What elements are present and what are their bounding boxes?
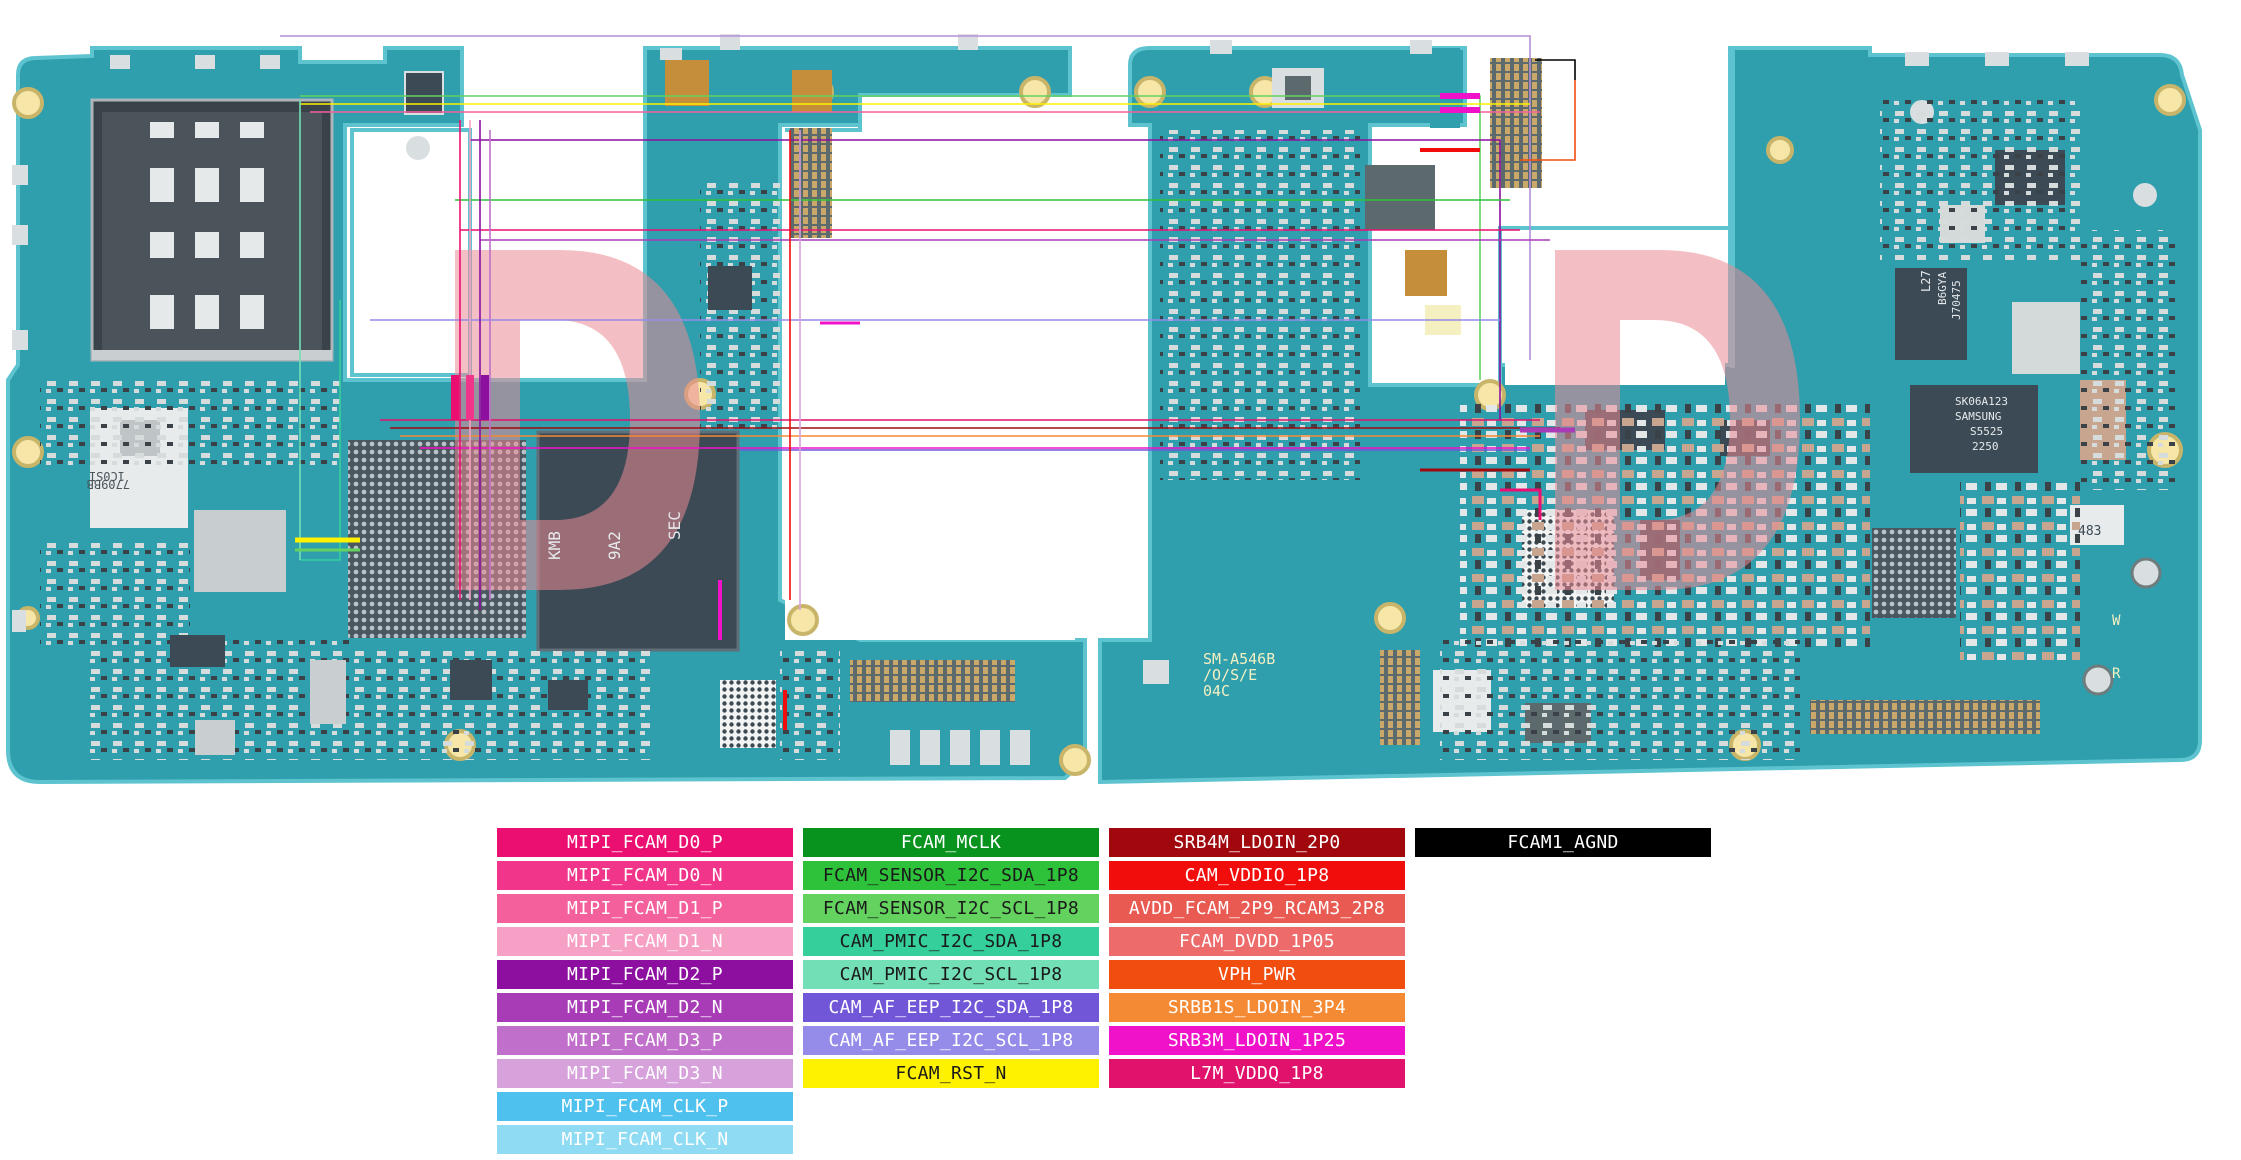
legend-item: SRBB1S_LDOIN_3P4	[1109, 993, 1405, 1022]
chip-samsung-line-4: 2250	[1972, 440, 1999, 453]
chip-samsung	[1910, 385, 2038, 473]
legend-item: MIPI_FCAM_D1_N	[497, 927, 793, 956]
legend-item: SRB3M_LDOIN_1P25	[1109, 1026, 1405, 1055]
legend-item: MIPI_FCAM_CLK_N	[497, 1125, 793, 1154]
legend-item: MIPI_FCAM_D2_N	[497, 993, 793, 1022]
chip-483-label: 483	[2078, 524, 2101, 539]
pcb-board-diagram: SM-A546B /O/S/E 04C L27 B6GYA J70475 SK0…	[6, 34, 2202, 785]
silkscreen-text: SM-A546B /O/S/E 04C	[1203, 650, 1275, 700]
coax-connector-w	[2130, 557, 2162, 589]
spring-contacts-left	[12, 55, 430, 632]
legend-item: CAM_PMIC_I2C_SCL_1P8	[803, 960, 1099, 989]
legend-item: MIPI_FCAM_D1_P	[497, 894, 793, 923]
legend-column-mipi: MIPI_FCAM_D0_P MIPI_FCAM_D0_N MIPI_FCAM_D1…	[497, 828, 793, 1158]
legend-item: CAM_VDDIO_1P8	[1109, 861, 1405, 890]
right-board	[1098, 40, 2202, 785]
legend-item: L7M_VDDQ_1P8	[1109, 1059, 1405, 1088]
chip-l27-line-3: J70475	[1950, 280, 1963, 320]
legend-item: MIPI_FCAM_D2_P	[497, 960, 793, 989]
legend-item: MIPI_FCAM_CLK_P	[497, 1092, 793, 1121]
silkscreen-line-2: /O/S/E	[1203, 666, 1257, 684]
fuse-pads	[665, 60, 709, 106]
sim-contacts	[150, 122, 264, 329]
legend-item: VPH_PWR	[1109, 960, 1405, 989]
front-camera-connector	[1490, 58, 1542, 188]
chip-memory-line-1: KMB	[545, 531, 564, 560]
chip-rf-module-2	[194, 510, 286, 592]
antenna-label-w: W	[2112, 613, 2121, 629]
legend-item: MIPI_FCAM_D0_P	[497, 828, 793, 857]
legend-item: AVDD_FCAM_2P9_RCAM3_2P8	[1109, 894, 1405, 923]
legend-item: CAM_AF_EEP_I2C_SCL_1P8	[803, 1026, 1099, 1055]
legend-item: FCAM_RST_N	[803, 1059, 1099, 1088]
legend-item: MIPI_FCAM_D0_N	[497, 861, 793, 890]
legend-item: FCAM_DVDD_1P05	[1109, 927, 1405, 956]
signal-traces	[280, 35, 1576, 730]
chip-l27	[1895, 268, 1967, 360]
antenna-label-r: R	[2112, 666, 2121, 682]
connector-bottom-left	[850, 660, 1015, 702]
legend-item: FCAM_SENSOR_I2C_SDA_1P8	[803, 861, 1099, 890]
silkscreen-line-1: SM-A546B	[1203, 650, 1275, 668]
chip-rf-line-2: 1C0SI	[89, 469, 125, 483]
chip-memory-line-2: 9A2	[605, 531, 624, 560]
chip-l27-line-1: L27	[1919, 270, 1933, 292]
legend-item: FCAM_MCLK	[803, 828, 1099, 857]
legend-item: FCAM_SENSOR_I2C_SCL_1P8	[803, 894, 1099, 923]
chip-samsung-line-1: SK06A123	[1955, 395, 2008, 408]
chip-pmic-left	[720, 680, 776, 748]
chip-rf-line-1: 7709BB	[87, 477, 130, 491]
chip-text: L27 B6GYA J70475 SK06A123 SAMSUNG S5525 …	[87, 270, 2121, 682]
legend-item: SRB4M_LDOIN_2P0	[1109, 828, 1405, 857]
watermark	[455, 250, 1800, 590]
chip-memory-line-3: SEC	[665, 511, 684, 540]
legend-item: CAM_AF_EEP_I2C_SDA_1P8	[803, 993, 1099, 1022]
legend-item: FCAM1_AGND	[1415, 828, 1711, 857]
connector-top-left	[790, 128, 832, 238]
silkscreen-line-3: 04C	[1203, 682, 1230, 700]
chip-l27-line-2: B6GYA	[1936, 272, 1949, 305]
connector-bottom-right-long	[1810, 700, 2040, 734]
legend-column-ground: FCAM1_AGND	[1415, 828, 1711, 861]
chip-shield	[2012, 302, 2080, 374]
chip-power-bga	[1872, 528, 1956, 618]
chip-samsung-line-2: SAMSUNG	[1955, 410, 2001, 423]
coax-connector-r	[2082, 664, 2114, 696]
chip-samsung-line-3: S5525	[1970, 425, 2003, 438]
connector-bottom-right	[1380, 650, 1420, 745]
left-board	[6, 34, 1091, 785]
legend-item: MIPI_FCAM_D3_N	[497, 1059, 793, 1088]
legend-item: CAM_PMIC_I2C_SDA_1P8	[803, 927, 1099, 956]
legend-item: MIPI_FCAM_D3_P	[497, 1026, 793, 1055]
proximity-sensor	[404, 71, 444, 115]
